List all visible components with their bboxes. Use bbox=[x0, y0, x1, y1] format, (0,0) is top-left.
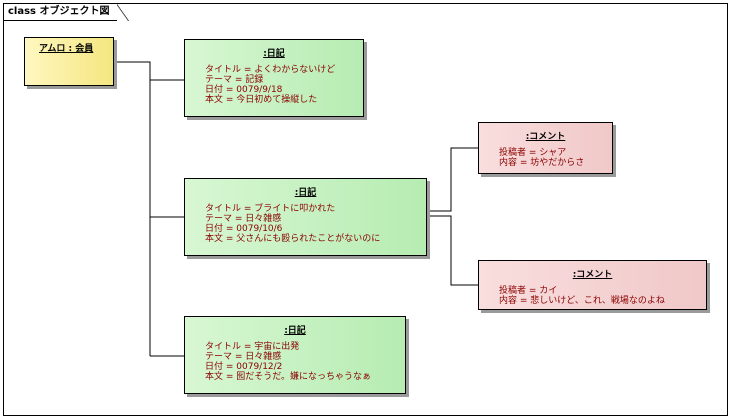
diary-field-theme: テーマ = 日々雑感 bbox=[205, 214, 282, 224]
comment-object-title: :コメント bbox=[572, 270, 613, 280]
diary-field-theme: テーマ = 日々雑感 bbox=[205, 352, 282, 362]
link-diary-comment-1 bbox=[427, 147, 478, 212]
diary-object-2[interactable]: :日記 タイトル = ブライトに叩かれた テーマ = 日々雑感 日付 = 007… bbox=[184, 178, 427, 256]
diary-field-body: 本文 = 囮だそうだ。嫌になっちゃうなぁ bbox=[205, 372, 371, 382]
diary-field-title: タイトル = 宇宙に出発 bbox=[205, 342, 300, 352]
diary-field-body: 本文 = 父さんにも殴られたことがないのに bbox=[205, 234, 381, 244]
diary-field-body: 本文 = 今日初めて操縦した bbox=[205, 95, 318, 105]
comment-field-author: 投稿者 = カイ bbox=[499, 286, 558, 296]
user-object-title: アムロ : 会員 bbox=[39, 44, 94, 54]
frame-label: class オブジェクト図 bbox=[4, 4, 129, 21]
diary-field-title: タイトル = よくわからないけど bbox=[205, 65, 336, 75]
diary-object-title: :日記 bbox=[294, 188, 317, 198]
diary-field-theme: テーマ = 記録 bbox=[205, 75, 264, 85]
diary-field-date: 日付 = 0079/10/6 bbox=[205, 224, 283, 234]
user-object[interactable]: アムロ : 会員 bbox=[24, 37, 114, 86]
comment-object-2[interactable]: :コメント 投稿者 = カイ 内容 = 悲しいけど、これ、戦場なのよね bbox=[478, 260, 707, 310]
diary-object-3[interactable]: :日記 タイトル = 宇宙に出発 テーマ = 日々雑感 日付 = 0079/12… bbox=[184, 316, 406, 394]
comment-field-author: 投稿者 = シャア bbox=[499, 148, 567, 158]
diary-field-date: 日付 = 0079/12/2 bbox=[205, 362, 283, 372]
comment-object-1[interactable]: :コメント 投稿者 = シャア 内容 = 坊やだからさ bbox=[478, 122, 613, 174]
diary-object-title: :日記 bbox=[263, 49, 285, 59]
diary-field-title: タイトル = ブライトに叩かれた bbox=[205, 204, 336, 214]
comment-field-content: 内容 = 悲しいけど、これ、戦場なのよね bbox=[499, 296, 665, 306]
link-diary-comment-2 bbox=[427, 215, 478, 286]
diary-object-1[interactable]: :日記 タイトル = よくわからないけど テーマ = 記録 日付 = 0079/… bbox=[184, 39, 364, 117]
link-user-diary-1 bbox=[114, 61, 184, 81]
diary-field-date: 日付 = 0079/9/18 bbox=[205, 85, 283, 95]
diary-object-title: :日記 bbox=[284, 326, 306, 336]
comment-object-title: :コメント bbox=[525, 132, 566, 142]
comment-field-content: 内容 = 坊やだからさ bbox=[499, 158, 585, 168]
